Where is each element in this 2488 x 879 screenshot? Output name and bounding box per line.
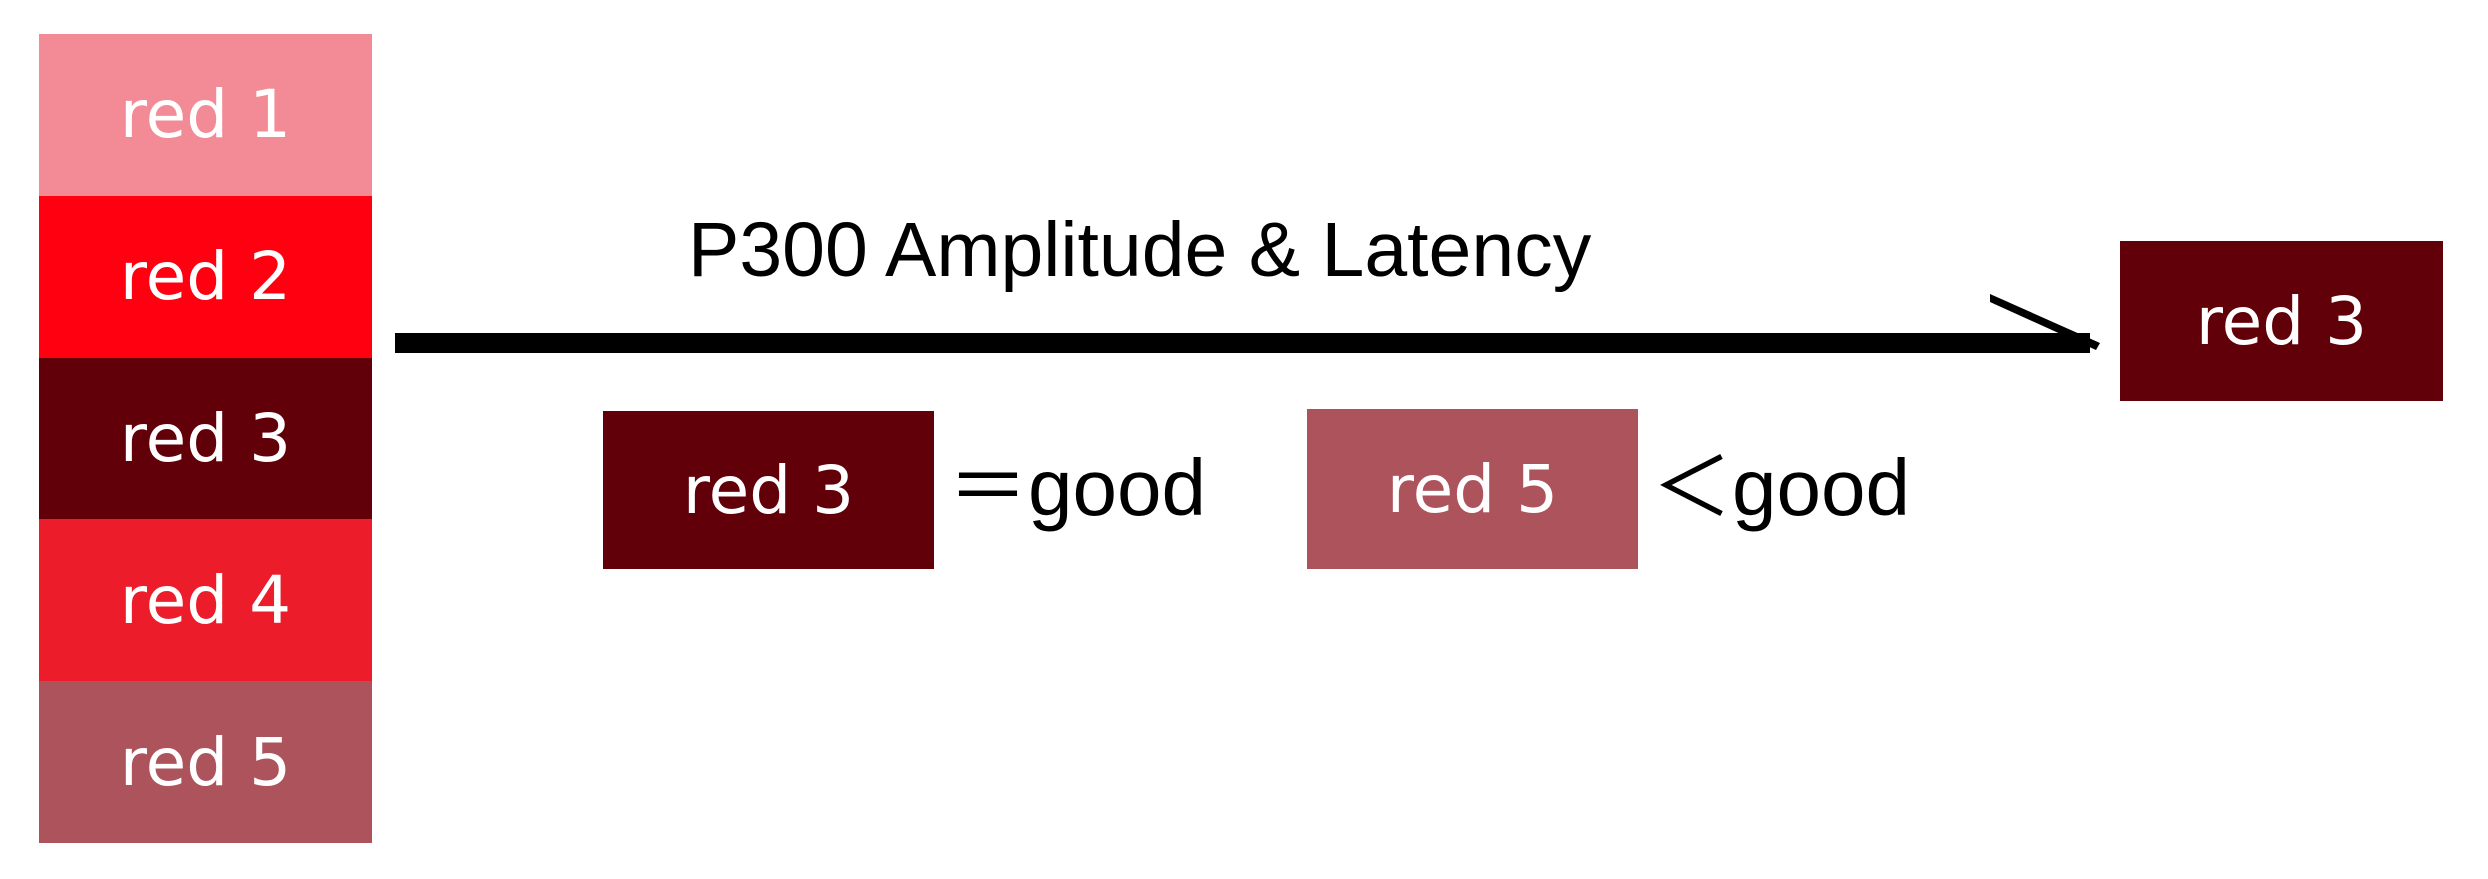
- swatch-label: red 1: [119, 76, 292, 154]
- swatch-label: red 2: [119, 238, 292, 316]
- comparison-label: red 3: [682, 451, 855, 529]
- arrow-label: P300 Amplitude & Latency: [688, 207, 1592, 293]
- comparison-label: red 5: [1386, 450, 1559, 528]
- swatch-red-3: red 3: [39, 357, 372, 520]
- result-box-red-3: red 3: [2120, 241, 2443, 401]
- swatch-red-5: red 5: [39, 681, 372, 843]
- result-label: red 3: [2195, 282, 2368, 360]
- comparison-box-red-3: red 3: [603, 411, 934, 569]
- swatch-red-4: red 4: [39, 519, 372, 682]
- color-swatch-list: red 1 red 2 red 3 red 4 red 5: [39, 34, 372, 843]
- less-than-good-text: ＜good: [1652, 443, 1910, 532]
- swatch-red-2: red 2: [39, 195, 372, 358]
- swatch-label: red 5: [119, 723, 292, 801]
- swatch-label: red 3: [119, 399, 292, 477]
- swatch-label: red 4: [119, 561, 292, 639]
- comparison-box-red-5: red 5: [1307, 409, 1638, 569]
- swatch-red-1: red 1: [39, 34, 372, 196]
- equals-good-text: ＝good: [948, 443, 1206, 532]
